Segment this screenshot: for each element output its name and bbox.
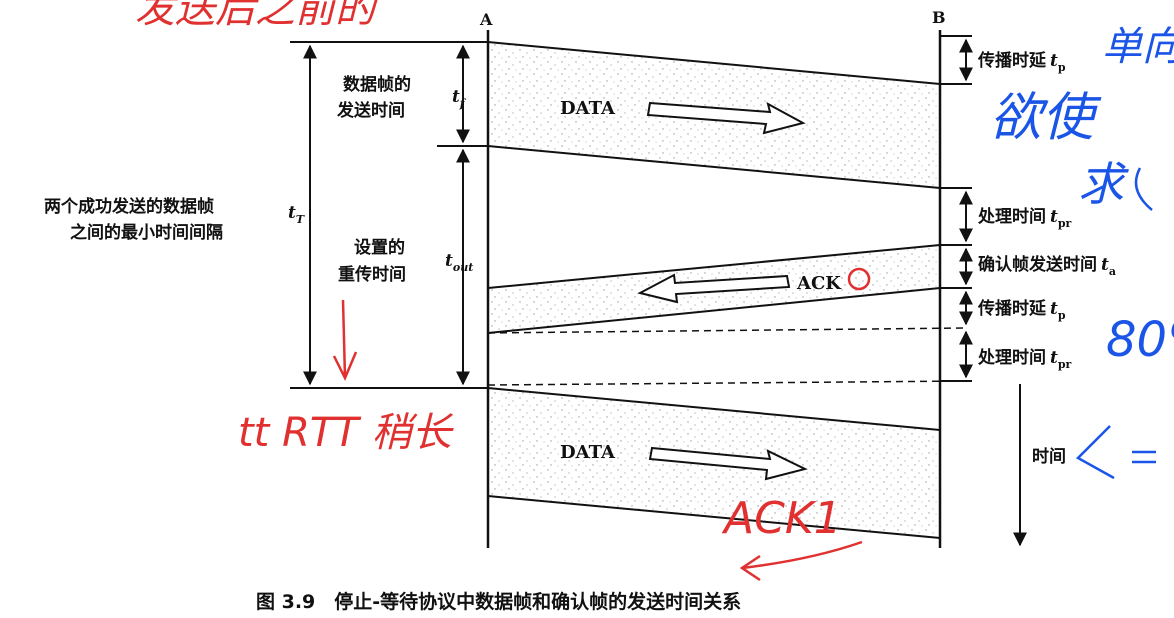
blue-annotation-mid: 欲使 (990, 88, 1102, 148)
time-label: 时间 (1032, 446, 1066, 467)
data-arrow-2 (648, 446, 808, 481)
ack-arrow (637, 273, 791, 304)
ack-trailing-edge (487, 287, 941, 334)
data2-leading-edge (487, 387, 941, 431)
data1-trailing-edge (487, 145, 941, 189)
data2-trailing-edge (487, 495, 941, 539)
data1-leading-edge (487, 41, 941, 85)
retrans-label-1: 设置的 (354, 237, 405, 258)
red-annotation-rtt: tt RTT 稍长 (238, 410, 454, 456)
t-f-label: tf (452, 87, 467, 110)
data-label-1: DATA (560, 98, 616, 119)
send-time-label-2: 发送时间 (336, 100, 405, 121)
t-out-label: tout (445, 251, 473, 274)
blue-annotation-pct: 80% (1106, 312, 1174, 368)
dashed-line-2 (487, 380, 969, 386)
red-annotation-ack1: ACK1 (721, 493, 842, 544)
red-ack1-arrow (739, 540, 863, 582)
figure-caption: 图 3.9 停止-等待协议中数据帧和确认帧的发送时间关系 (256, 590, 741, 613)
blue-annotation-low: 求 (1078, 157, 1129, 211)
station-a-label: A (479, 10, 493, 29)
blue-bracket-mark (1075, 425, 1156, 480)
red-annotation-top: 发送后之前的 (135, 0, 379, 32)
left-label-line2: 之间的最小时间间隔 (70, 222, 223, 243)
ack-label: ACK (796, 273, 842, 294)
data-arrow-1 (646, 101, 806, 135)
data-label-2: DATA (560, 442, 616, 463)
left-label-line1: 两个成功发送的数据帧 (44, 196, 214, 217)
red-circle-mark (847, 267, 871, 291)
red-down-arrow (332, 299, 358, 381)
blue-annotation-top: 单向 (1102, 24, 1174, 70)
t-T-label: tT (288, 203, 305, 226)
dashed-line-1 (487, 327, 969, 334)
retrans-label-2: 重传时间 (338, 264, 406, 285)
blue-curve-mark (1134, 167, 1153, 211)
station-b-label: B (932, 8, 946, 27)
ack-leading-edge (487, 244, 941, 289)
send-time-label-1: 数据帧的 (343, 74, 411, 95)
